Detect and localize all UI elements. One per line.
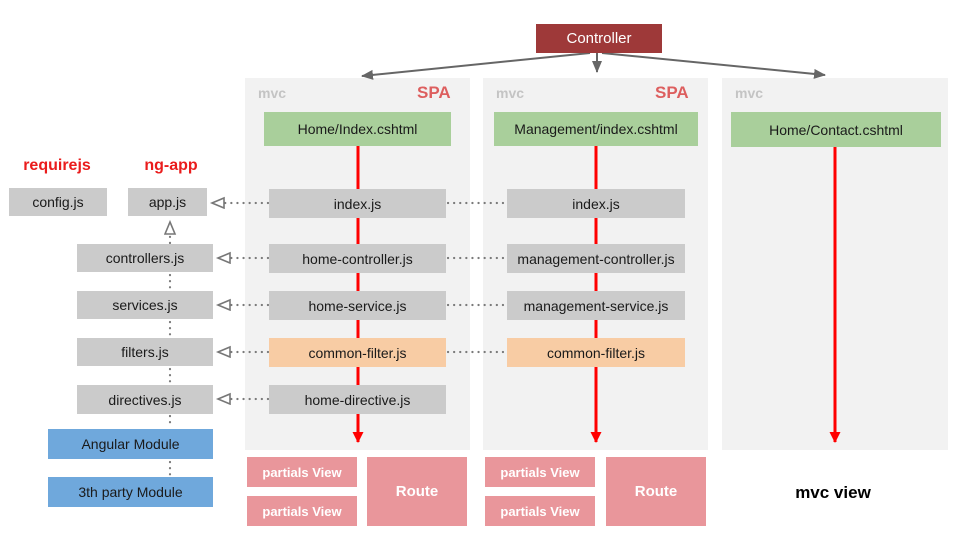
- panel3-view-box: Home/Contact.cshtml: [731, 112, 941, 147]
- panel1-spa-badge: SPA: [417, 83, 451, 102]
- controller-box: Controller: [536, 24, 662, 53]
- panel1-common-filter-js: common-filter.js: [269, 338, 446, 367]
- panel2-management-service-js: management-service.js: [507, 291, 685, 320]
- panel1-home-controller-js: home-controller.js: [269, 244, 446, 273]
- box-config-js: config.js: [9, 188, 107, 216]
- mvc-view-caption: mvc view: [795, 483, 871, 502]
- box-app-js: app.js: [128, 188, 207, 216]
- panel1-home-service-js: home-service.js: [269, 291, 446, 320]
- box-angular-module: Angular Module: [48, 429, 213, 459]
- box-3rd-party-module: 3th party Module: [48, 477, 213, 507]
- panel3-mvc-tag: mvc: [735, 85, 764, 101]
- panel2-common-filter-js: common-filter.js: [507, 338, 685, 367]
- panel2-management-controller-js: management-controller.js: [507, 244, 685, 273]
- panel1-route-box: Route: [367, 457, 467, 526]
- panel2-index-js: index.js: [507, 189, 685, 218]
- ng-app-label: ng-app: [144, 157, 198, 174]
- box-services-js: services.js: [77, 291, 213, 319]
- panel1-partials-view-1: partials View: [247, 457, 357, 487]
- box-controllers-js: controllers.js: [77, 244, 213, 272]
- panel2-route-box: Route: [606, 457, 706, 526]
- panel2-view-box: Management/index.cshtml: [494, 112, 698, 146]
- requirejs-label: requirejs: [23, 157, 91, 174]
- panel2-partials-view-2: partials View: [485, 496, 595, 526]
- box-directives-js: directives.js: [77, 385, 213, 414]
- panel1-index-js: index.js: [269, 189, 446, 218]
- panel2-mvc-tag: mvc: [496, 85, 525, 101]
- panel1-home-directive-js: home-directive.js: [269, 385, 446, 414]
- panel1-mvc-tag: mvc: [258, 85, 287, 101]
- box-filters-js: filters.js: [77, 338, 213, 366]
- panel1-view-box: Home/Index.cshtml: [264, 112, 451, 146]
- panel2-partials-view-1: partials View: [485, 457, 595, 487]
- panel1-partials-view-2: partials View: [247, 496, 357, 526]
- panel2-spa-badge: SPA: [655, 83, 689, 102]
